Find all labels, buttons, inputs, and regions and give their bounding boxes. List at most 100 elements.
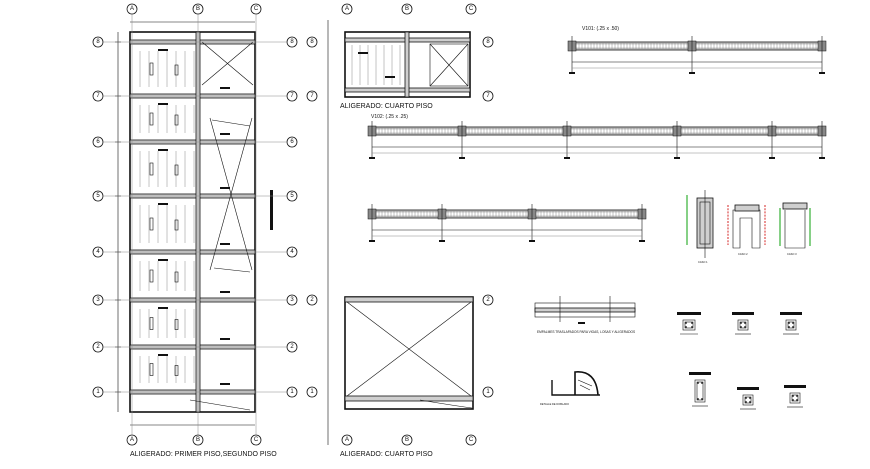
case1-label: CASO 1 bbox=[698, 260, 708, 264]
svg-text:A: A bbox=[130, 437, 134, 443]
plan1-section-marker bbox=[270, 190, 273, 230]
plan1-axis-2-right: 2 bbox=[286, 341, 298, 353]
svg-text:C: C bbox=[254, 6, 259, 12]
plan1-axis-1-left: 1 bbox=[92, 386, 104, 398]
plan1-axis-2-left: 2 bbox=[92, 341, 104, 353]
plan1-axis-5-right: 5 bbox=[286, 190, 298, 202]
beam-elevations bbox=[367, 36, 827, 242]
svg-text:1: 1 bbox=[290, 389, 294, 395]
svg-text:A: A bbox=[130, 6, 134, 12]
svg-text:2: 2 bbox=[96, 344, 100, 350]
plan3-roof-cross bbox=[346, 301, 472, 397]
plan1-axis-C-top: C bbox=[250, 3, 262, 15]
plan2-beam-axis-b bbox=[404, 31, 410, 98]
case-3-detail bbox=[779, 202, 811, 249]
column-sections bbox=[677, 312, 806, 410]
svg-text:B: B bbox=[196, 437, 200, 443]
plan1-axis-A-top: A bbox=[126, 3, 138, 15]
plan2-axis-A-top: A bbox=[341, 3, 353, 15]
column-section-6 bbox=[784, 385, 806, 408]
plan1-axis-7-left: 7 bbox=[92, 90, 104, 102]
svg-text:8: 8 bbox=[310, 39, 314, 45]
plan1-shaft-cross bbox=[201, 41, 254, 86]
svg-text:7: 7 bbox=[290, 93, 294, 99]
svg-text:1: 1 bbox=[96, 389, 100, 395]
column-section-3 bbox=[780, 312, 802, 335]
plan2-axis-8-right: 8 bbox=[482, 36, 494, 48]
plan1-axis-B-top: B bbox=[192, 3, 204, 15]
corner-caption: DETALLE DE DOBLADO bbox=[540, 402, 569, 406]
splice-caption: EMPALMES TRASLAPADOS PARA VIGAS, LOSAS Y… bbox=[537, 330, 635, 334]
svg-text:1: 1 bbox=[486, 389, 490, 395]
svg-text:8: 8 bbox=[96, 39, 100, 45]
plan3-axis-2-right: 2 bbox=[482, 294, 494, 306]
plan3-axis-B-bottom: B bbox=[401, 434, 413, 446]
plan1-joists bbox=[139, 49, 230, 385]
beam1-title: V101: (.25 x .50) bbox=[582, 26, 619, 32]
plan2-title: ALIGERADO: CUARTO PISO bbox=[340, 103, 433, 110]
column-section-4 bbox=[689, 372, 711, 407]
plan1-axis-8-left: 8 bbox=[92, 36, 104, 48]
splice-detail bbox=[534, 296, 636, 324]
plan1-axis-C-bottom: C bbox=[250, 434, 262, 446]
plan3-axis-1-right: 1 bbox=[482, 386, 494, 398]
plan1-outline bbox=[129, 31, 256, 413]
plan1-axis-6-right: 6 bbox=[286, 136, 298, 148]
plan-cuarto-piso-roof bbox=[344, 296, 474, 410]
svg-text:3: 3 bbox=[96, 297, 100, 303]
svg-text:6: 6 bbox=[96, 139, 100, 145]
plan1-axis-3-right: 3 bbox=[286, 294, 298, 306]
plan1-axis-6-left: 6 bbox=[92, 136, 104, 148]
plan3-bottom-arc bbox=[419, 399, 473, 409]
plan2-axis-B-top: B bbox=[401, 3, 413, 15]
plan1-stair-diagonals bbox=[209, 117, 253, 271]
column-section-1 bbox=[677, 312, 701, 335]
plan-cuarto-piso-top bbox=[344, 31, 471, 98]
plan1-axis-7-right: 7 bbox=[286, 90, 298, 102]
svg-text:C: C bbox=[254, 437, 259, 443]
plan1-bottom-arc bbox=[189, 399, 251, 411]
svg-text:5: 5 bbox=[290, 193, 294, 199]
beam2-title: V102: (.25 x .25) bbox=[371, 114, 408, 120]
svg-text:B: B bbox=[405, 6, 409, 12]
plan3-axis-C-bottom: C bbox=[465, 434, 477, 446]
plan1-axis-1-right: 1 bbox=[286, 386, 298, 398]
plan2-axis-C-top: C bbox=[465, 3, 477, 15]
svg-text:C: C bbox=[469, 437, 474, 443]
svg-text:4: 4 bbox=[290, 249, 294, 255]
plan2-axis-7-right: 7 bbox=[482, 90, 494, 102]
beam-v103-elevation bbox=[367, 204, 647, 242]
plan1-stair-edges bbox=[211, 119, 251, 273]
svg-text:6: 6 bbox=[290, 139, 294, 145]
plan1-axis-A-bottom: A bbox=[126, 434, 138, 446]
svg-text:7: 7 bbox=[486, 93, 490, 99]
case3-label: CASO 3 bbox=[787, 252, 797, 256]
plan1-axis-4-right: 4 bbox=[286, 246, 298, 258]
case2-label: CASO 2 bbox=[738, 252, 748, 256]
corner-bend-detail bbox=[551, 371, 600, 396]
svg-text:7: 7 bbox=[310, 93, 314, 99]
plan3-beam-top bbox=[344, 296, 474, 303]
beam-v102-elevation bbox=[367, 121, 827, 159]
plan1-axis-B-bottom: B bbox=[192, 434, 204, 446]
plan3-title: ALIGERADO: CUARTO PISO bbox=[340, 451, 433, 458]
plan2-joists bbox=[351, 45, 401, 85]
plan3-beam-bottom bbox=[344, 395, 474, 402]
svg-text:1: 1 bbox=[310, 389, 314, 395]
plan-primer-segundo-piso bbox=[115, 21, 273, 426]
svg-text:2: 2 bbox=[486, 297, 490, 303]
svg-text:8: 8 bbox=[290, 39, 294, 45]
plan3-axis-A-bottom: A bbox=[341, 434, 353, 446]
plan2-shaft bbox=[429, 43, 469, 87]
plan1-axis-8-right: 8 bbox=[286, 36, 298, 48]
plan3-outline bbox=[344, 296, 474, 410]
plan2-axis-7-left: 7 bbox=[306, 90, 318, 102]
svg-text:2: 2 bbox=[310, 297, 314, 303]
svg-text:2: 2 bbox=[290, 344, 294, 350]
svg-text:5: 5 bbox=[96, 193, 100, 199]
svg-text:B: B bbox=[196, 6, 200, 12]
svg-text:C: C bbox=[469, 6, 474, 12]
column-section-5 bbox=[737, 387, 759, 410]
